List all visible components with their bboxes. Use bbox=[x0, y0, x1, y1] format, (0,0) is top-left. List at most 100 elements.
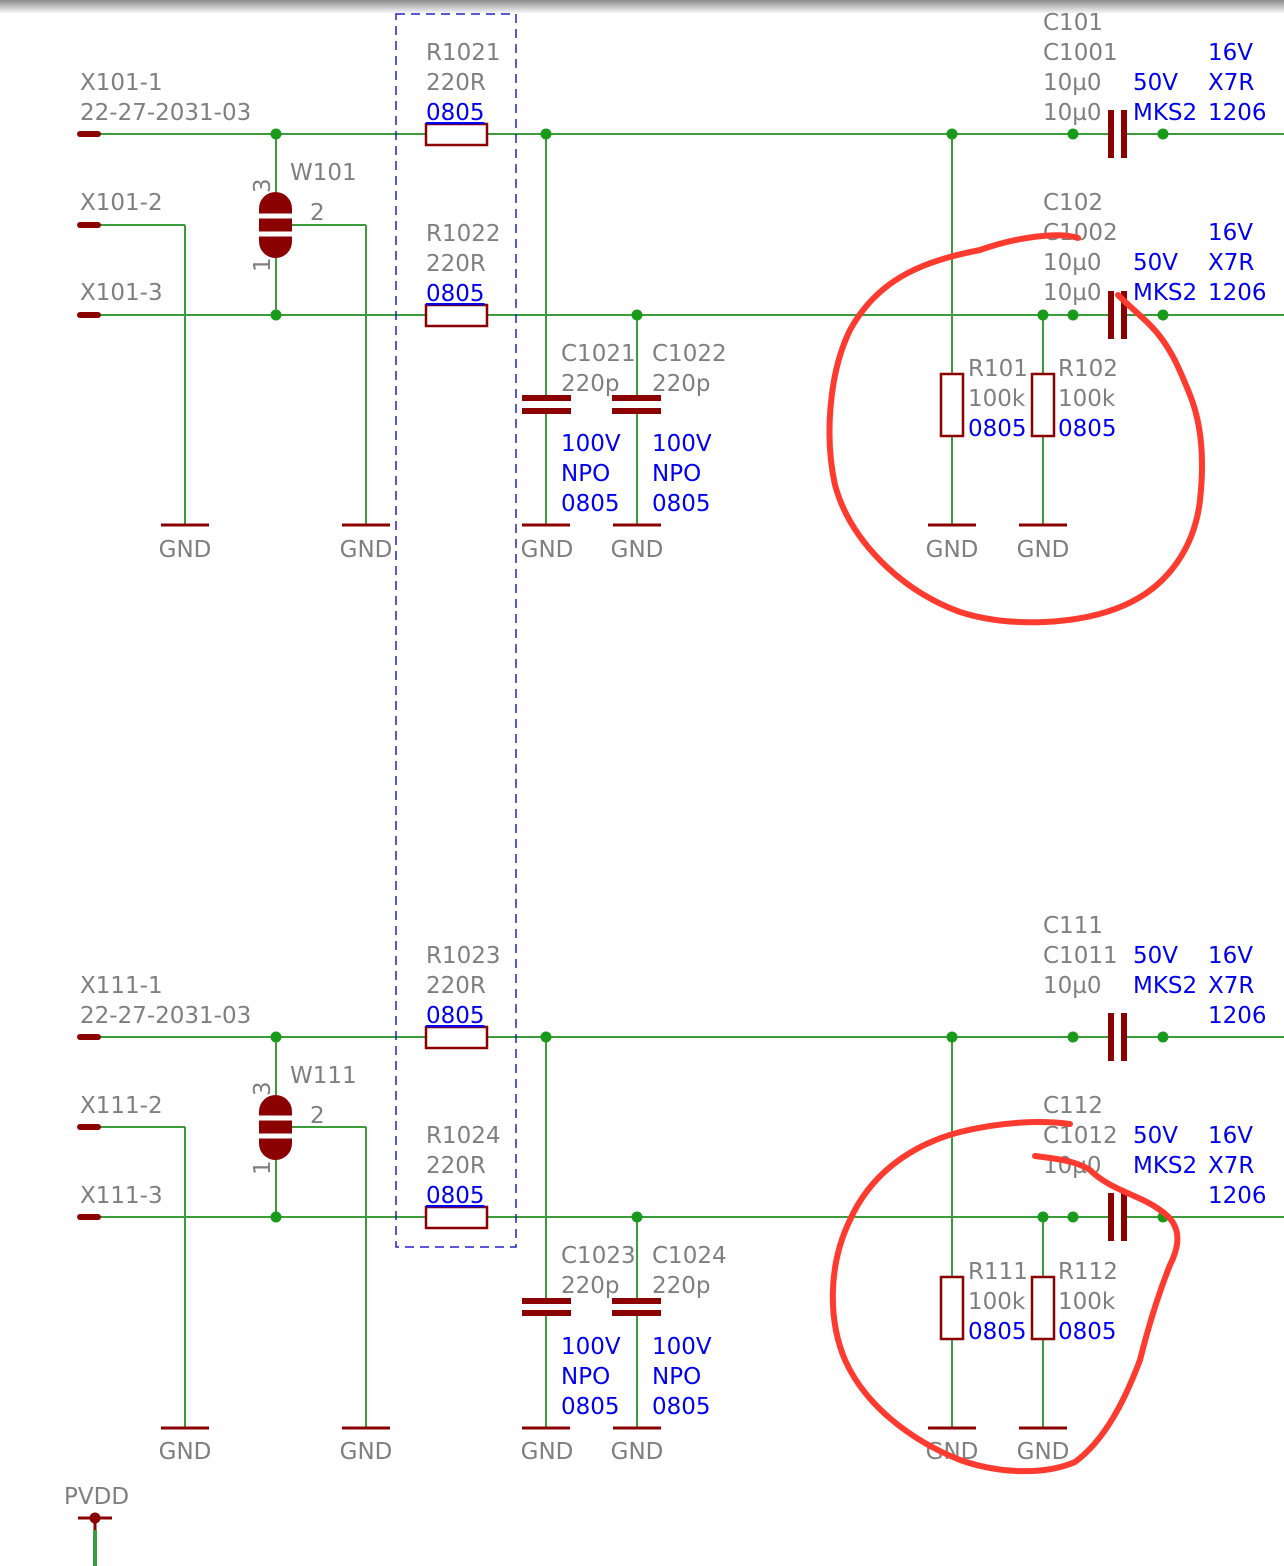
labels-lower: X111-1 22-27-2031-03 X111-2 X111-3 W111 … bbox=[80, 913, 1267, 1420]
capacitor-package: 1206 bbox=[1208, 100, 1267, 126]
connector-part: 22-27-2031-03 bbox=[80, 1003, 251, 1029]
capacitor-value: 10µ0 bbox=[1043, 70, 1102, 96]
capacitor-ref: C1023 bbox=[561, 1243, 636, 1269]
gnd-label: GND bbox=[340, 537, 393, 563]
resistor-package: 0805 bbox=[968, 1319, 1027, 1345]
resistor-value: 220R bbox=[426, 973, 486, 999]
gnd-label: GND bbox=[1017, 1439, 1070, 1465]
capacitor-voltage-alt: 16V bbox=[1208, 1123, 1253, 1149]
jumper-pin: 1 bbox=[250, 257, 276, 272]
labels-upper: X101-1 22-27-2031-03 X101-2 X101-3 W101 … bbox=[80, 10, 1267, 517]
capacitor-value: 220p bbox=[652, 1273, 711, 1299]
gnd-label: GND bbox=[1017, 537, 1070, 563]
connector-ref: X111-3 bbox=[80, 1183, 163, 1209]
jumper-w111-symbol bbox=[259, 1095, 292, 1160]
resistor-package: 0805 bbox=[968, 416, 1027, 442]
resistor-package: 0805 bbox=[426, 1003, 485, 1029]
annotation-circle-upper bbox=[826, 232, 1205, 626]
connector-ref: X101-3 bbox=[80, 280, 163, 306]
capacitor-dielectric: NPO bbox=[652, 1364, 701, 1390]
resistor-ref: R102 bbox=[1058, 356, 1118, 382]
capacitor-ref: C111 bbox=[1043, 913, 1103, 939]
jumper-w101-symbol bbox=[259, 192, 292, 258]
capacitor-value: 220p bbox=[561, 371, 620, 397]
pvdd-symbol bbox=[78, 1512, 112, 1530]
capacitor-voltage: 50V bbox=[1133, 943, 1178, 969]
gnd-label: GND bbox=[521, 537, 574, 563]
capacitor-value: 220p bbox=[561, 1273, 620, 1299]
capacitor-ref-alt: C1011 bbox=[1043, 943, 1118, 969]
pvdd-label: PVDD bbox=[64, 1484, 129, 1510]
gnd-label: GND bbox=[521, 1439, 574, 1465]
resistor-ref: R1024 bbox=[426, 1123, 501, 1149]
ground-bars bbox=[161, 523, 1067, 1430]
resistor-value: 100k bbox=[968, 1289, 1026, 1315]
capacitor-voltage-alt: 16V bbox=[1208, 40, 1253, 66]
junctions bbox=[270, 128, 1169, 1223]
capacitor-package: 1206 bbox=[1208, 1003, 1267, 1029]
resistor-value: 100k bbox=[1058, 1289, 1116, 1315]
resistor-package: 0805 bbox=[1058, 1319, 1117, 1345]
capacitor-value-alt: 10µ0 bbox=[1043, 100, 1102, 126]
resistor-package: 0805 bbox=[426, 1183, 485, 1209]
connector-ref: X101-1 bbox=[80, 70, 163, 96]
resistor-group-frame bbox=[395, 13, 517, 1248]
resistor-ref: R1021 bbox=[426, 40, 501, 66]
capacitor-dielectric: NPO bbox=[561, 1364, 610, 1390]
capacitor-dielectric-alt: X7R bbox=[1208, 70, 1254, 96]
wires bbox=[93, 133, 1284, 1566]
connector-ref: X101-2 bbox=[80, 190, 163, 216]
gnd-label: GND bbox=[926, 537, 979, 563]
capacitor-value: 220p bbox=[652, 371, 711, 397]
capacitor-package: 0805 bbox=[561, 1394, 620, 1420]
gnd-label: GND bbox=[159, 1439, 212, 1465]
component-symbols bbox=[77, 110, 1127, 1530]
capacitor-ref: C1022 bbox=[652, 341, 727, 367]
capacitor-voltage-alt: 16V bbox=[1208, 220, 1253, 246]
resistor-ref: R101 bbox=[968, 356, 1028, 382]
output-capacitors bbox=[1108, 110, 1127, 1241]
annotation-circle-lower bbox=[829, 1119, 1181, 1475]
gnd-label: GND bbox=[340, 1439, 393, 1465]
gnd-label: GND bbox=[611, 1439, 664, 1465]
capacitor-ref: C101 bbox=[1043, 10, 1103, 36]
jumper-pin: 2 bbox=[310, 200, 325, 226]
jumper-pin: 1 bbox=[250, 1160, 276, 1175]
capacitor-dielectric: NPO bbox=[652, 461, 701, 487]
capacitor-dielectric: MKS2 bbox=[1133, 1153, 1197, 1179]
resistor-value: 220R bbox=[426, 251, 486, 277]
capacitor-package: 1206 bbox=[1208, 1183, 1267, 1209]
capacitor-voltage: 100V bbox=[652, 1334, 712, 1360]
capacitor-dielectric: MKS2 bbox=[1133, 973, 1197, 999]
resistor-ref: R111 bbox=[968, 1259, 1028, 1285]
resistor-value: 100k bbox=[968, 386, 1026, 412]
capacitor-dielectric: NPO bbox=[561, 461, 610, 487]
capacitor-voltage: 100V bbox=[561, 1334, 621, 1360]
gnd-label: GND bbox=[159, 537, 212, 563]
resistor-package: 0805 bbox=[426, 281, 485, 307]
top-edge-shadow bbox=[0, 0, 1284, 14]
resistor-ref: R1023 bbox=[426, 943, 501, 969]
capacitor-voltage: 50V bbox=[1133, 250, 1178, 276]
connector-pins bbox=[77, 131, 101, 1220]
capacitor-ref-alt: C1012 bbox=[1043, 1123, 1118, 1149]
capacitor-ref: C1021 bbox=[561, 341, 636, 367]
capacitor-package: 0805 bbox=[561, 491, 620, 517]
capacitor-dielectric: MKS2 bbox=[1133, 100, 1197, 126]
capacitor-package: 1206 bbox=[1208, 280, 1267, 306]
capacitor-value: 10µ0 bbox=[1043, 250, 1102, 276]
capacitor-dielectric-alt: X7R bbox=[1208, 973, 1254, 999]
connector-part: 22-27-2031-03 bbox=[80, 100, 251, 126]
gnd-label: GND bbox=[611, 537, 664, 563]
resistor-value: 100k bbox=[1058, 386, 1116, 412]
annotation-circles bbox=[826, 232, 1205, 1475]
jumper-ref: W111 bbox=[290, 1063, 357, 1089]
capacitor-value-alt: 10µ0 bbox=[1043, 280, 1102, 306]
jumper-pin: 2 bbox=[310, 1103, 325, 1129]
capacitor-voltage: 50V bbox=[1133, 70, 1178, 96]
capacitor-dielectric-alt: X7R bbox=[1208, 250, 1254, 276]
capacitor-package: 0805 bbox=[652, 491, 711, 517]
capacitor-dielectric: MKS2 bbox=[1133, 280, 1197, 306]
jumper-ref: W101 bbox=[290, 160, 357, 186]
resistor-package: 0805 bbox=[426, 100, 485, 126]
